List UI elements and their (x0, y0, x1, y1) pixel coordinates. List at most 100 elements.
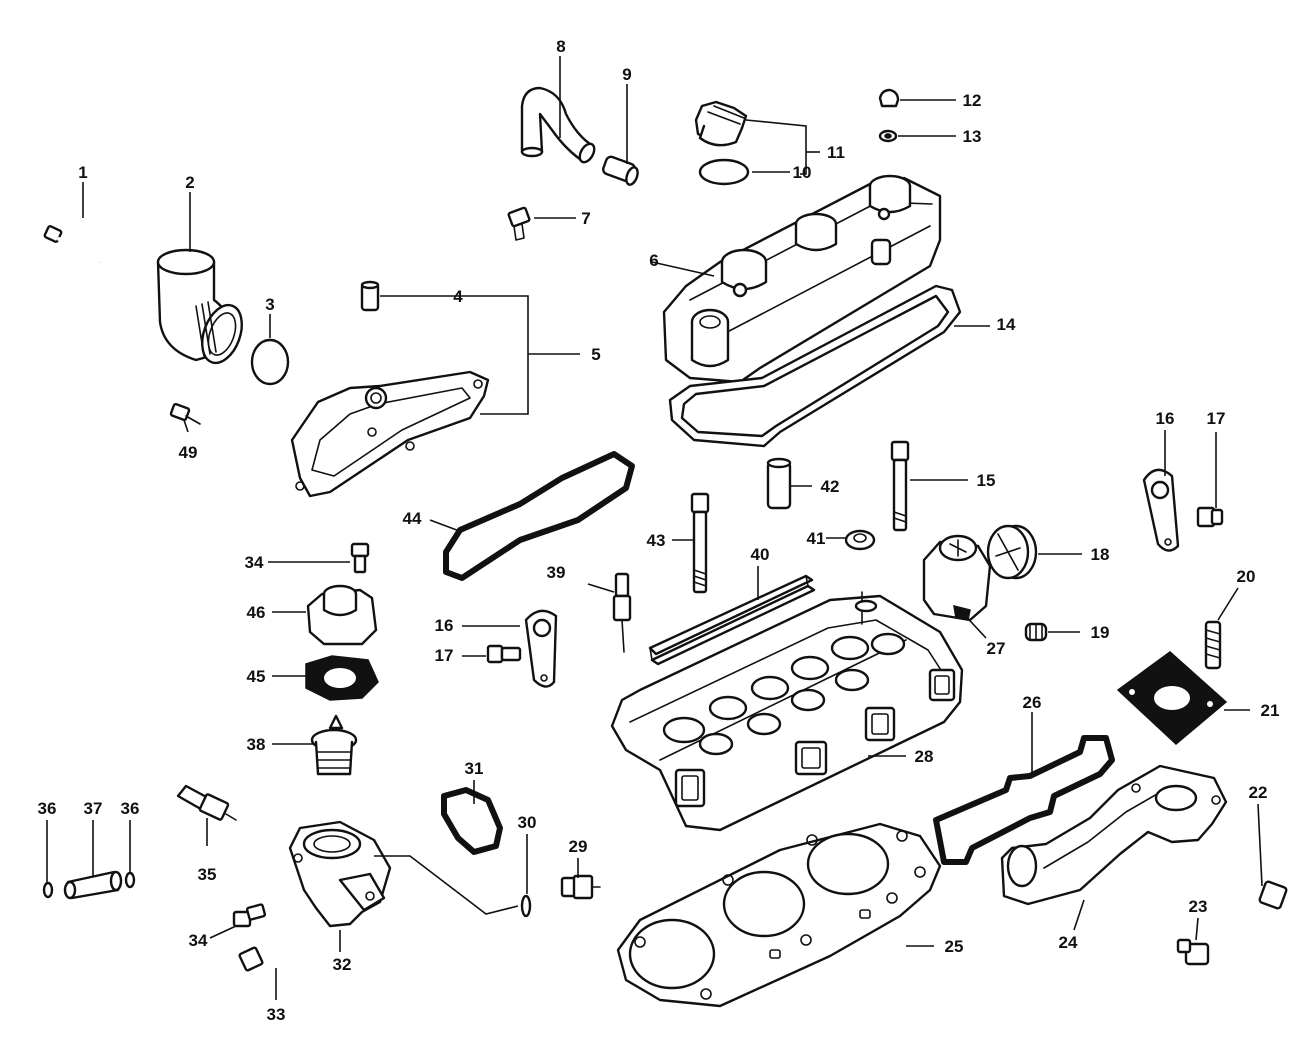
part-25-head-gasket (616, 822, 942, 1008)
callout-2: 2 (185, 173, 194, 192)
part-33-bolt (238, 932, 302, 972)
callout-9: 9 (622, 65, 631, 84)
callout-39: 39 (547, 563, 566, 582)
callout-11: 11 (827, 143, 845, 162)
callout-38: 38 (247, 735, 266, 754)
callout-37: 37 (84, 799, 103, 818)
callout-46: 46 (247, 603, 266, 622)
part-32-thermostat-housing (288, 820, 392, 928)
part-28-cylinder-head (610, 591, 964, 832)
part-8-breather-hose (520, 86, 596, 164)
callout-34-lower: 34 (189, 931, 208, 950)
part-34-bolt-upper (350, 542, 370, 574)
part-27-fuel-solenoid (922, 534, 992, 622)
callout-13: 13 (963, 127, 982, 146)
callout-23: 23 (1189, 897, 1208, 916)
part-42-sleeve (766, 457, 792, 510)
part-46-water-flange (306, 584, 378, 646)
part-3-o-ring (250, 338, 290, 386)
callout-21: 21 (1261, 701, 1280, 720)
callout-16-right: 16 (1156, 409, 1175, 428)
part-2-elbow-hose (156, 248, 243, 365)
callout-36-left: 36 (38, 799, 57, 818)
callout-10: 10 (793, 163, 812, 182)
callout-24: 24 (1059, 933, 1078, 952)
part-39-glow-plug (612, 572, 632, 653)
callout-29: 29 (569, 837, 588, 856)
part-16-lifting-eye-left (524, 609, 558, 688)
part-38-thermostat (310, 714, 358, 776)
part-6-valve-cover (662, 174, 942, 384)
part-22-bolt (1219, 866, 1288, 910)
part-24-exhaust-manifold (1000, 764, 1228, 906)
callout-16-left: 16 (435, 616, 454, 635)
callout-26: 26 (1023, 693, 1042, 712)
callout-7: 7 (581, 209, 590, 228)
part-11-oil-filler-cap (694, 100, 748, 147)
part-20-stud (1204, 620, 1222, 670)
callout-4: 4 (453, 287, 463, 306)
callout-25: 25 (945, 937, 964, 956)
part-49-bolt (169, 402, 201, 425)
part-37-pipe (63, 870, 123, 900)
callout-5: 5 (591, 345, 600, 364)
callout-31: 31 (465, 759, 484, 778)
callout-3: 3 (265, 295, 274, 314)
callout-34-upper: 34 (245, 553, 264, 572)
part-30-washer (520, 894, 532, 918)
callout-14: 14 (997, 315, 1016, 334)
callout-42: 42 (821, 477, 840, 496)
callout-12: 12 (963, 91, 982, 110)
part-40-plate (648, 574, 816, 666)
part-5-water-outlet-housing (290, 370, 490, 498)
callout-27: 27 (987, 639, 1006, 658)
part-15-head-bolt (890, 440, 910, 532)
part-26-exhaust-manifold-gasket (933, 735, 1115, 865)
callout-1: 1 (78, 163, 87, 182)
callout-19: 19 (1091, 623, 1110, 642)
part-13-washer (878, 129, 898, 143)
callout-32: 32 (333, 955, 352, 974)
part-23-bolt (1176, 938, 1210, 966)
part-21-flange-gasket (1116, 651, 1228, 746)
part-7-bolt (507, 206, 531, 241)
callout-35: 35 (198, 865, 217, 884)
part-4-dowel-pin (360, 280, 380, 312)
part-16-lifting-eye-right (1142, 468, 1180, 552)
part-43-head-bolt (690, 492, 710, 594)
part-17-bolt-right (1196, 506, 1224, 528)
callout-33: 33 (267, 1005, 286, 1024)
part-19-plug (1024, 622, 1048, 642)
callout-18: 18 (1091, 545, 1110, 564)
part-14-valve-cover-gasket (668, 284, 962, 448)
callout-20: 20 (1237, 567, 1256, 586)
callout-6: 6 (649, 251, 658, 270)
callout-49: 49 (179, 443, 198, 462)
leader-lines (46, 56, 1263, 1000)
callout-30: 30 (518, 813, 537, 832)
callout-36-right: 36 (121, 799, 140, 818)
callout-41: 41 (807, 529, 826, 548)
part-1-bolt (43, 225, 101, 263)
part-44-gasket (443, 451, 635, 581)
part-41-seal (844, 529, 876, 551)
part-9-hose-connector (602, 155, 639, 186)
callout-43: 43 (647, 531, 666, 550)
callout-45: 45 (247, 667, 266, 686)
part-18-cover-plug (986, 524, 1038, 580)
part-36-o-ring-left (42, 881, 54, 899)
part-12-cap-nut (878, 88, 900, 108)
callout-40: 40 (751, 545, 770, 564)
part-35-temperature-sender (176, 784, 237, 821)
part-31-gasket (441, 787, 503, 855)
callout-17-right: 17 (1207, 409, 1226, 428)
part-45-gasket (305, 655, 379, 701)
callout-28: 28 (915, 747, 934, 766)
callout-15: 15 (977, 471, 996, 490)
part-36-o-ring-right (124, 871, 136, 889)
callout-labels: 1 2 3 4 5 6 7 8 9 10 11 12 13 14 15 16 1… (38, 37, 1280, 1024)
callout-22: 22 (1249, 783, 1268, 802)
part-10-sealing-ring (698, 158, 750, 186)
part-34-bolt-lower (232, 903, 267, 928)
